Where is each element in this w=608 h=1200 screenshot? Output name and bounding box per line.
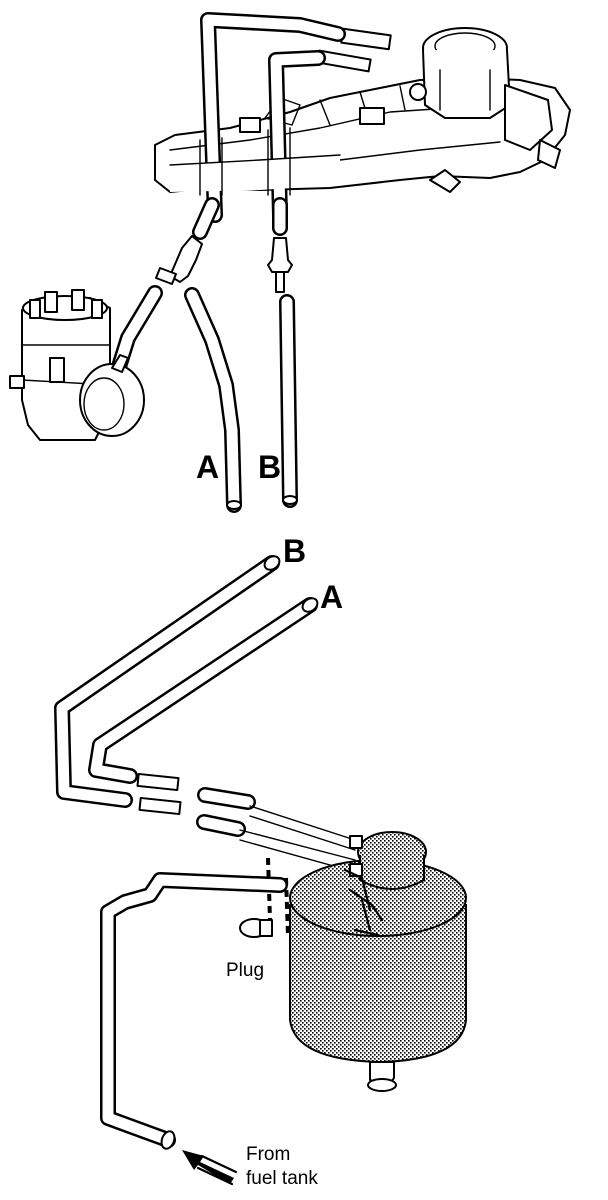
arrow-from-fuel-tank-icon [182,1150,238,1186]
lower-connectors [136,772,356,873]
t-junction [155,197,220,285]
label-hose-a-top: A [196,449,219,485]
label-hose-b-bottom: B [283,533,306,569]
hose-b-lower [54,555,281,808]
hose-from-fuel-tank [100,872,288,1150]
hose-b-upper [267,197,298,508]
charcoal-canister [289,831,467,1092]
dashed-line-canister [284,877,290,936]
distributor [9,289,145,441]
label-plug: Plug [226,960,264,981]
hose-a-lower [88,597,319,784]
upper-hoses [169,12,346,223]
plug [239,918,273,938]
label-fuel-tank: fuel tank [246,1168,318,1189]
hose-a-upper [184,287,242,513]
label-from: From [246,1144,290,1165]
dashed-line-plug [266,857,272,921]
label-hose-a-bottom: A [320,579,343,615]
label-hose-b-top: B [258,449,281,485]
